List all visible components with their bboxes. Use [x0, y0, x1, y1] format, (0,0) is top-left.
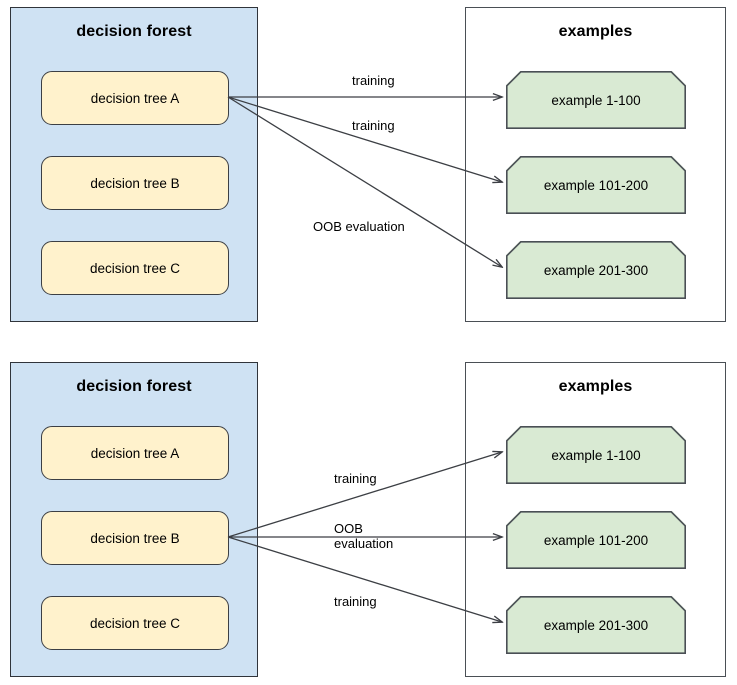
tree-card-label: decision tree C [89, 260, 181, 276]
decision-forest-title-bottom: decision forest [76, 378, 192, 395]
edge-tree-a-to-example-201-300 [227, 96, 502, 267]
examples-container-bottom: examples example 1-100 example 101-200 e… [465, 362, 726, 677]
diagram-panel-top: decision forest decision tree A decision… [0, 0, 737, 330]
tree-card-decision-tree-a-bottom[interactable]: decision tree A [41, 426, 229, 480]
tree-card-label: decision tree B [90, 530, 180, 546]
connector-layer-top [227, 0, 737, 330]
example-card-1-100-bottom[interactable]: example 1-100 [506, 426, 686, 484]
tree-card-label: decision tree A [90, 445, 180, 461]
edge-label-training-1-top: training [352, 73, 395, 88]
diagram-panel-bottom: decision forest decision tree A decision… [0, 355, 737, 685]
examples-title-top: examples [558, 23, 633, 40]
tree-card-decision-tree-c-bottom[interactable]: decision tree C [41, 596, 229, 650]
decision-forest-title-top: decision forest [76, 23, 192, 40]
edge-label-training-2-bottom: training [334, 594, 377, 609]
edge-tree-b-to-example-201-300 [227, 536, 502, 622]
tree-card-label: decision tree B [90, 175, 180, 191]
decision-forest-container-bottom: decision forest decision tree A decision… [10, 362, 258, 677]
example-card-101-200-bottom[interactable]: example 101-200 [506, 511, 686, 569]
edge-label-training-1-bottom: training [334, 471, 377, 486]
decision-forest-container-top: decision forest decision tree A decision… [10, 7, 258, 322]
tree-card-decision-tree-c-top[interactable]: decision tree C [41, 241, 229, 295]
tree-card-decision-tree-b-top[interactable]: decision tree B [41, 156, 229, 210]
edge-label-oob-evaluation-bottom: OOB evaluation [334, 521, 394, 551]
tree-card-label: decision tree C [89, 615, 181, 631]
examples-title-bottom: examples [558, 378, 633, 395]
tree-card-decision-tree-b-bottom[interactable]: decision tree B [41, 511, 229, 565]
examples-container-top: examples example 1-100 example 101-200 e… [465, 7, 726, 322]
edge-label-oob-evaluation-top: OOB evaluation [313, 219, 405, 234]
example-card-201-300-bottom[interactable]: example 201-300 [506, 596, 686, 654]
tree-card-label: decision tree A [90, 90, 180, 106]
edge-label-training-2-top: training [352, 118, 395, 133]
tree-card-decision-tree-a-top[interactable]: decision tree A [41, 71, 229, 125]
edge-tree-b-to-example-1-100 [227, 452, 502, 538]
connector-layer-bottom [227, 355, 737, 685]
edge-tree-a-to-example-101-200 [227, 96, 502, 182]
